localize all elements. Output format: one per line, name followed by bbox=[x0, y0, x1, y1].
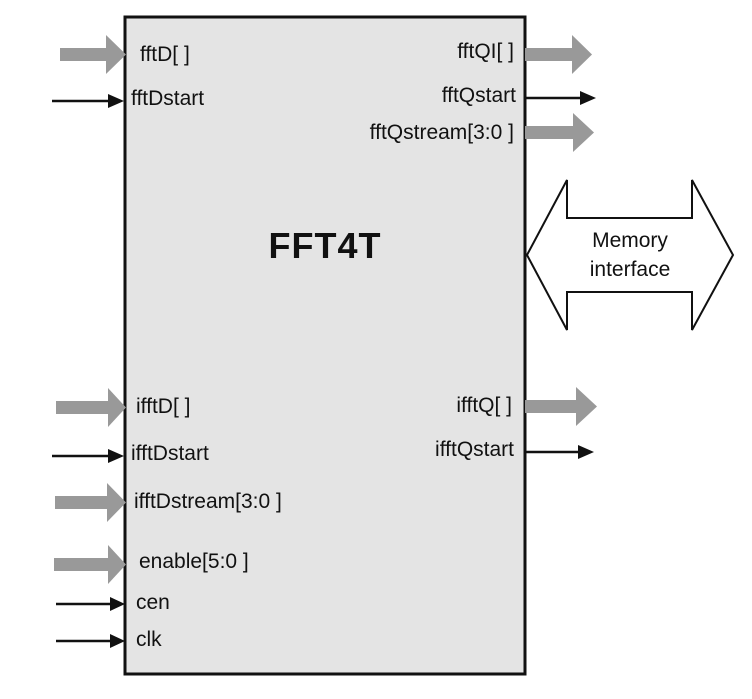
input-label-ifftDstream: ifftDstream[3:0 ] bbox=[134, 490, 282, 513]
output-ifftQ-bus-arrow bbox=[525, 387, 597, 426]
output-ifftQstart-signal-arrow bbox=[525, 445, 594, 459]
input-label-clk: clk bbox=[136, 628, 162, 651]
block-title: FFT4T bbox=[269, 225, 382, 266]
memory-interface-label-line2: interface bbox=[590, 258, 671, 281]
fft4t-block bbox=[123, 15, 527, 676]
input-label-cen: cen bbox=[136, 591, 170, 614]
input-label-ifftD: ifftD[ ] bbox=[136, 395, 190, 418]
output-fftQI-bus-arrow bbox=[525, 35, 592, 74]
input-ifftD-bus-arrow bbox=[56, 388, 126, 427]
output-fftQstream-bus-arrow bbox=[525, 113, 594, 152]
input-enable-bus-arrow bbox=[54, 545, 126, 584]
input-fftDstart-signal-arrow bbox=[52, 94, 124, 108]
input-fftD-bus-arrow bbox=[60, 35, 126, 74]
input-ifftDstream-bus-arrow bbox=[55, 483, 126, 522]
output-label-fftQstream: fftQstream[3:0 ] bbox=[370, 121, 514, 144]
input-label-ifftDstart: ifftDstart bbox=[131, 442, 209, 465]
memory-interface-label-line1: Memory bbox=[592, 229, 668, 252]
input-cen-signal-arrow bbox=[56, 597, 125, 611]
output-label-fftQstart: fftQstart bbox=[442, 84, 516, 107]
output-label-fftQI: fftQI[ ] bbox=[457, 40, 514, 63]
input-label-enable: enable[5:0 ] bbox=[139, 550, 249, 573]
output-fftQstart-signal-arrow bbox=[525, 91, 596, 105]
memory-interface-double-arrow bbox=[525, 179, 735, 331]
output-label-ifftQ: ifftQ[ ] bbox=[456, 394, 512, 417]
input-label-fftD: fftD[ ] bbox=[140, 43, 190, 66]
input-label-fftDstart: fftDstart bbox=[131, 87, 204, 110]
input-ifftDstart-signal-arrow bbox=[52, 449, 124, 463]
input-clk-signal-arrow bbox=[56, 634, 125, 648]
output-label-ifftQstart: ifftQstart bbox=[435, 438, 514, 461]
